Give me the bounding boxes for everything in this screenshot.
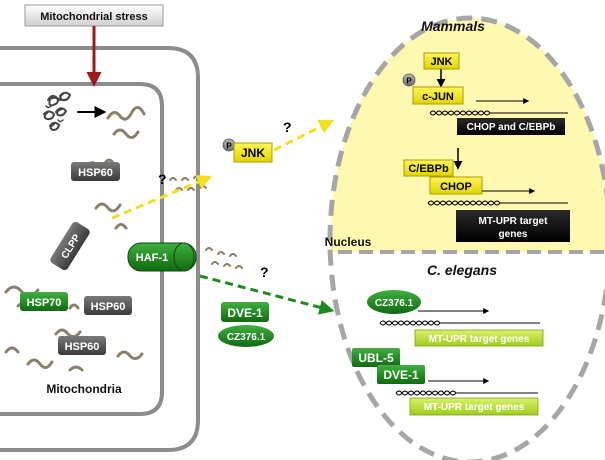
clpp-protease: CLPP xyxy=(50,221,90,271)
hsp60-box-top: HSP60 xyxy=(71,162,120,181)
svg-text:P: P xyxy=(226,142,232,151)
svg-text:HSP60: HSP60 xyxy=(91,301,126,313)
svg-text:JNK: JNK xyxy=(430,56,452,68)
question-mark-jnk-nuclear: ? xyxy=(283,119,292,135)
svg-text:CZ376.1: CZ376.1 xyxy=(227,332,266,343)
cz376-cytosol: CZ376.1 xyxy=(218,325,274,347)
cjun-factor: P c-JUN xyxy=(402,73,464,105)
dna-strand-chop xyxy=(429,98,568,116)
svg-text:genes: genes xyxy=(499,229,528,240)
svg-text:DVE-1: DVE-1 xyxy=(383,368,419,382)
nucleus-label: Nucleus xyxy=(325,235,372,249)
outer-membrane xyxy=(0,46,200,452)
svg-text:CZ376.1: CZ376.1 xyxy=(375,298,414,309)
hsp70-box: HSP70 xyxy=(20,292,68,311)
haf1-signal-arrow xyxy=(199,274,335,315)
cebpb-factor: C/EBPb xyxy=(403,159,454,177)
svg-text:UBL-5: UBL-5 xyxy=(358,351,394,365)
svg-text:Mitochondrial stress: Mitochondrial stress xyxy=(40,11,148,23)
mammals-title: Mammals xyxy=(421,18,485,34)
svg-text:CHOP: CHOP xyxy=(440,181,472,193)
chop-factor: CHOP xyxy=(429,176,483,195)
mt-upr-gene-mammals: MT-UPR target genes xyxy=(456,210,570,242)
svg-text:CHOP and C/EBPb: CHOP and C/EBPb xyxy=(467,122,556,133)
svg-text:MT-UPR target: MT-UPR target xyxy=(479,216,549,227)
svg-text:MT-UPR target genes: MT-UPR target genes xyxy=(429,334,530,345)
cz376-nuclear: CZ376.1 xyxy=(367,290,421,314)
mt-upr-gene-elegans-1: MT-UPR target genes xyxy=(414,329,544,347)
phosphate-icon xyxy=(402,73,416,87)
dna-strand-cz376 xyxy=(379,308,540,326)
elegans-title: C. elegans xyxy=(427,262,497,278)
svg-text:JNK: JNK xyxy=(241,146,265,160)
dve1-nuclear: DVE-1 xyxy=(377,365,425,384)
nucleus-envelope xyxy=(327,15,605,460)
jnk-activation-arrow xyxy=(111,175,213,220)
svg-text:HAF-1: HAF-1 xyxy=(136,252,168,264)
haf1-transporter: HAF-1 xyxy=(127,242,197,272)
hsp60-box-bottom: HSP60 xyxy=(58,336,106,355)
svg-text:MT-UPR target genes: MT-UPR target genes xyxy=(424,402,525,413)
jnk-cytosol: P JNK xyxy=(222,138,273,163)
question-mark-jnk-activation: ? xyxy=(158,171,167,187)
svg-text:DVE-1: DVE-1 xyxy=(227,306,263,320)
svg-text:c-JUN: c-JUN xyxy=(422,91,454,103)
dna-strand-mtupr-mammals xyxy=(427,188,568,206)
jnk-nuclear-arrow xyxy=(273,119,335,152)
svg-text:HSP60: HSP60 xyxy=(65,341,100,353)
svg-text:P: P xyxy=(406,77,412,86)
svg-text:HSP70: HSP70 xyxy=(27,297,62,309)
jnk-nuclear: JNK xyxy=(423,52,460,70)
svg-text:C/EBPb: C/EBPb xyxy=(408,163,449,175)
chop-cebpb-gene: CHOP and C/EBPb xyxy=(457,118,565,135)
misfolded-proteins xyxy=(4,91,243,372)
dna-strand-dve1 xyxy=(395,378,538,396)
mitochondria-label: Mitochondria xyxy=(46,382,122,396)
hsp60-box-mid: HSP60 xyxy=(84,296,132,315)
dve1-cytosol: DVE-1 xyxy=(221,302,269,322)
ubl5-factor: UBL-5 xyxy=(352,348,400,367)
svg-text:HSP60: HSP60 xyxy=(78,167,113,179)
mt-upr-gene-elegans-2: MT-UPR target genes xyxy=(409,397,539,416)
stress-label: Mitochondrial stress xyxy=(24,4,164,27)
question-mark-haf1: ? xyxy=(260,264,269,280)
